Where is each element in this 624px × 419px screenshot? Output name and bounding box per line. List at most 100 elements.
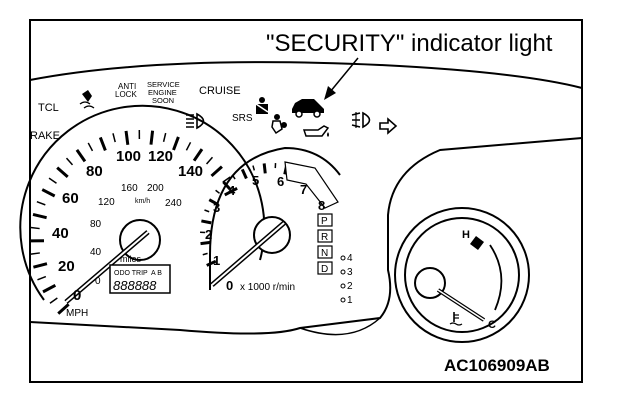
gear-2-dot: [341, 284, 345, 288]
speedometer-tick: [57, 168, 68, 177]
traction-control-icon: [80, 90, 94, 108]
tacho-4: 4: [228, 183, 236, 198]
gear-sub-3: 3: [347, 267, 353, 278]
gear-4-dot: [341, 256, 345, 260]
label-lock: LOCK: [115, 90, 137, 99]
tacho-7: 7: [300, 182, 307, 197]
tacho-unit: x 1000 r/min: [240, 282, 295, 293]
temp-hot-label: H: [462, 229, 470, 241]
cluster-top-outline: [30, 62, 582, 88]
gear-sub-2: 2: [347, 281, 353, 292]
gear-p: P: [321, 216, 328, 227]
kmh-0: 0: [95, 276, 101, 287]
tachometer-tick: [203, 253, 208, 254]
tachometer-tick: [204, 210, 209, 212]
mph-140: 140: [178, 163, 203, 180]
gear-sub-4: 4: [347, 253, 353, 264]
tacho-8: 8: [318, 198, 325, 213]
gear-d: D: [321, 264, 328, 275]
speedometer-tick: [37, 202, 45, 205]
odometer-trip-select: A B: [151, 270, 162, 277]
speedometer-tick: [126, 131, 128, 145]
gear-sub-1: 1: [347, 295, 353, 306]
speedometer-tick: [33, 214, 47, 217]
kmh-160: 160: [121, 183, 138, 194]
label-brake: RAKE: [30, 130, 60, 142]
tacho-2: 2: [205, 227, 212, 242]
miles-label: miles: [120, 254, 142, 264]
speedometer-tick: [50, 298, 57, 303]
speedometer-tick: [151, 131, 153, 145]
tachometer-tick: [264, 163, 265, 173]
tacho-1: 1: [213, 253, 220, 268]
fog-light-icon: [352, 112, 370, 128]
speedometer-tick: [43, 285, 55, 292]
speedometer-tick: [212, 167, 222, 176]
airbag-icon: [272, 114, 287, 133]
mph-20: 20: [58, 258, 75, 275]
mph-120: 120: [148, 148, 173, 165]
temp-gauge-scale-arc: [490, 245, 501, 310]
speedometer-tick: [113, 133, 115, 142]
speedometer-tick: [207, 157, 213, 164]
mph-80: 80: [86, 163, 103, 180]
seatbelt-person-icon: [256, 97, 268, 114]
speedometer-tick: [88, 143, 92, 151]
oil-pressure-icon: [304, 126, 329, 137]
label-soon: SOON: [152, 96, 174, 105]
label-tcl: TCL: [38, 102, 59, 114]
tachometer-tick: [242, 169, 246, 178]
kmh-unit: km/h: [135, 198, 150, 205]
figure-id: AC106909AB: [444, 356, 550, 376]
tachometer-redzone: [285, 162, 338, 208]
gear-1-dot: [341, 298, 345, 302]
speedometer-tick: [100, 137, 105, 150]
kmh-200: 200: [147, 183, 164, 194]
speedometer-tick: [66, 158, 72, 165]
temp-gauge-needle-inner: [438, 290, 484, 320]
odometer-value: 888888: [113, 278, 157, 293]
label-srs: SRS: [232, 113, 253, 124]
tachometer-tick: [201, 242, 211, 243]
speedometer-tick: [31, 228, 40, 229]
speedometer-tick: [33, 264, 47, 267]
speedometer-tick: [186, 142, 190, 150]
tacho-5: 5: [252, 173, 259, 188]
gear-n: N: [321, 248, 328, 259]
speedometer-tick: [31, 253, 40, 254]
security-indicator-callout: "SECURITY" indicator light: [266, 30, 552, 58]
speedometer-tick: [77, 150, 85, 161]
tachometer-tick: [201, 221, 211, 223]
kmh-80: 80: [90, 219, 102, 230]
tacho-0: 0: [226, 278, 233, 293]
odometer-label: ODO TRIP: [114, 270, 148, 277]
kmh-120: 120: [98, 197, 115, 208]
kmh-40: 40: [90, 247, 102, 258]
label-cruise: CRUISE: [199, 85, 241, 97]
speedometer-tick: [194, 149, 202, 161]
temperature-gauge: H C: [395, 208, 529, 342]
mph-unit: MPH: [66, 308, 88, 319]
tachometer-tick: [253, 166, 254, 171]
tachometer-tick: [216, 190, 220, 193]
gear-indicator: P R N D 4 3 2 1: [318, 214, 353, 306]
gear-3-dot: [341, 270, 345, 274]
tacho-6: 6: [277, 174, 284, 189]
mph-60: 60: [62, 190, 79, 207]
speedometer-tick: [174, 137, 179, 150]
tacho-3: 3: [213, 200, 220, 215]
coolant-temperature-icon: [450, 312, 462, 325]
temp-cold-label: C: [488, 319, 496, 331]
speedometer-tick: [49, 178, 56, 183]
security-car-icon: [292, 99, 324, 117]
mph-40: 40: [52, 225, 69, 242]
callout-arrowhead: [324, 86, 336, 100]
kmh-240: 240: [165, 198, 182, 209]
mph-0: 0: [73, 287, 81, 304]
mph-100: 100: [116, 148, 141, 165]
temp-hot-marker: [470, 236, 484, 250]
speedometer-tick: [164, 133, 166, 142]
turn-signal-arrow-icon: [380, 119, 396, 133]
